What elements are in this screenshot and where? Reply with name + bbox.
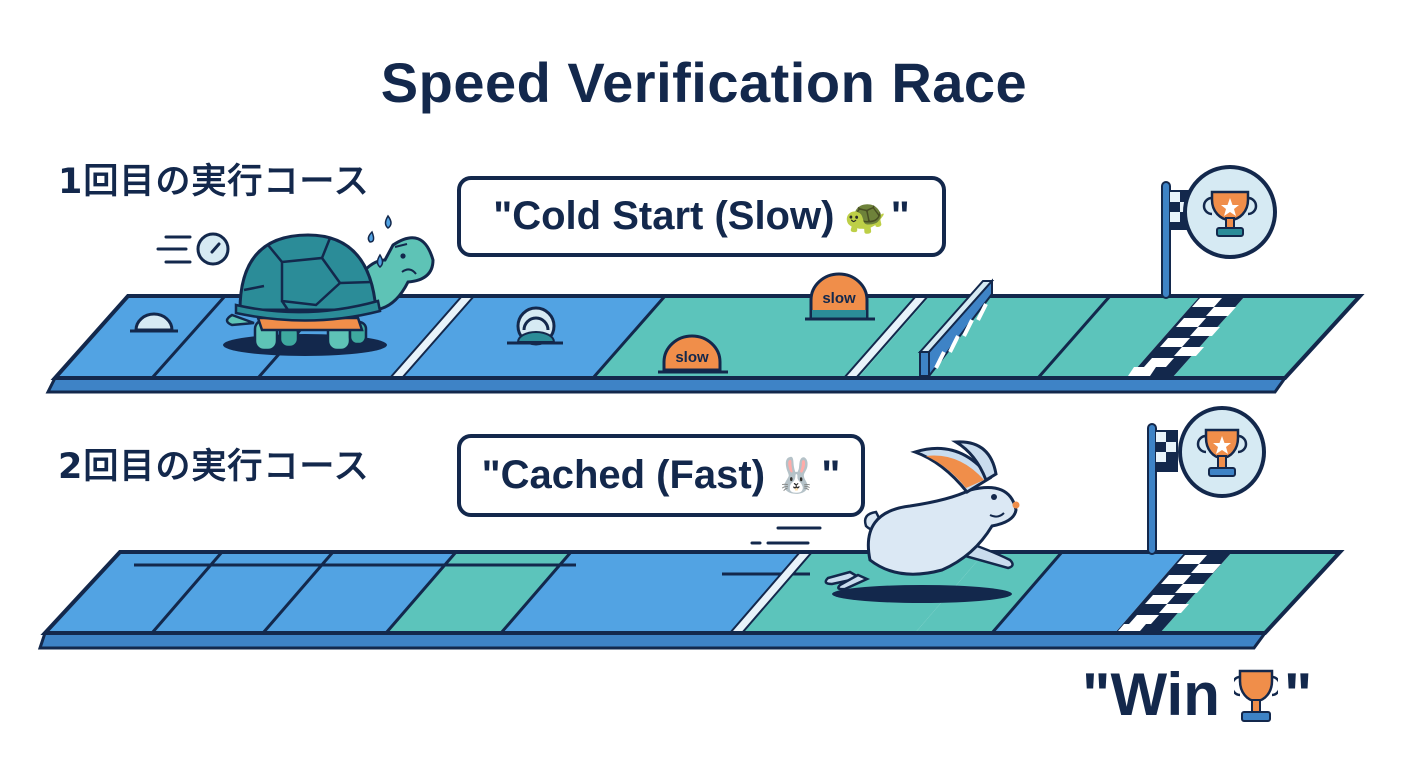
trophy-icon [1202, 190, 1258, 237]
finish-line-1 [1128, 296, 1245, 378]
page-title: Speed Verification Race [380, 51, 1028, 114]
cold-start-close-quote: " [890, 194, 910, 238]
track-2 [37, 406, 1345, 650]
cached-text: "Cached (Fast) [481, 453, 766, 497]
rabbit-icon [824, 440, 1020, 603]
slow-bump-1: slow [658, 334, 728, 374]
slow-bump-2: slow [805, 272, 875, 321]
track-1: slow slow [45, 165, 1365, 394]
trophy-icon [1196, 428, 1248, 477]
turtle-emoji-icon: 🐢 [844, 196, 887, 237]
slow-label-1: slow [675, 349, 709, 366]
finish-flag-2 [1147, 406, 1266, 555]
win-close-quote: " [1283, 661, 1313, 728]
finish-line-2 [1115, 552, 1232, 633]
trophy-icon [1233, 669, 1278, 722]
motion-lines [750, 526, 822, 545]
course-2-label: 2回目の実行コース [58, 447, 370, 487]
cold-start-text: "Cold Start (Slow) [493, 194, 835, 238]
cached-close-quote: " [821, 453, 841, 497]
cold-start-callout: "Cold Start (Slow) 🐢 " [457, 176, 946, 257]
finish-flag-1 [1161, 165, 1277, 299]
win-text: "Win [1082, 661, 1220, 728]
course-1-label: 1回目の実行コース [58, 162, 370, 202]
stopwatch-icon [156, 232, 230, 266]
slow-label-2: slow [822, 290, 856, 307]
rabbit-emoji-icon: 🐰 [775, 455, 818, 496]
dome-icon [130, 312, 178, 333]
win-label: "Win " [1082, 660, 1312, 729]
barrier-icon [917, 278, 995, 379]
turtle-icon [223, 214, 435, 356]
gauge-icon [507, 306, 563, 346]
cached-callout: "Cached (Fast) 🐰 " [457, 434, 865, 517]
